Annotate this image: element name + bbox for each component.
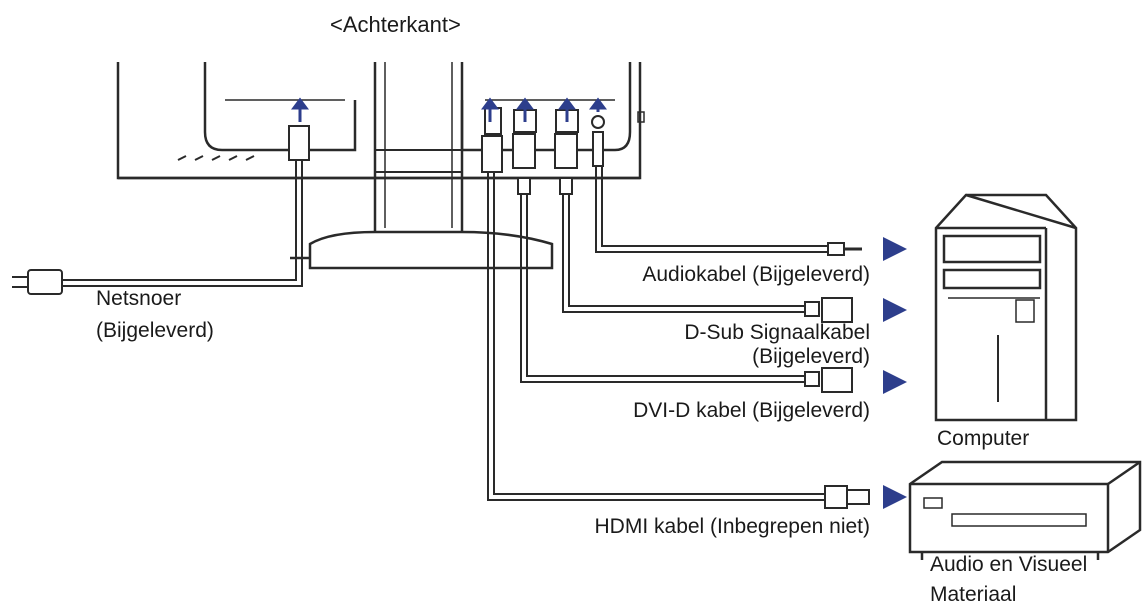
- power-cord-label-1: Netsnoer: [96, 287, 182, 310]
- computer-tower: [934, 193, 1078, 422]
- dvi-cable: [512, 133, 853, 393]
- dvi-cable-label: DVI-D kabel (Bijgeleverd): [633, 399, 870, 422]
- hdmi-cable-label: HDMI kabel (Inbegrepen niet): [594, 515, 870, 538]
- port-arrows: [291, 97, 607, 122]
- dsub-cable-label-1: D-Sub Signaalkabel: [684, 321, 870, 344]
- dsub-cable: [554, 133, 853, 323]
- hdmi-cable: [481, 135, 870, 509]
- power-cord: [12, 125, 310, 295]
- av-label-2: Materiaal: [930, 583, 1017, 606]
- dsub-cable-label-2: (Bijgeleverd): [752, 345, 870, 368]
- av-label-1: Audio en Visueel: [930, 553, 1088, 576]
- audio-cable-label: Audiokabel (Bijgeleverd): [642, 263, 870, 286]
- direction-arrows: [883, 237, 907, 509]
- audio-cable: [592, 131, 862, 256]
- av-device: [908, 460, 1142, 560]
- power-cord-label-2: (Bijgeleverd): [96, 319, 214, 342]
- diagram-title: <Achterkant>: [330, 12, 461, 37]
- monitor-stand: [290, 62, 554, 270]
- computer-label: Computer: [937, 427, 1030, 450]
- monitor-back: [116, 62, 645, 180]
